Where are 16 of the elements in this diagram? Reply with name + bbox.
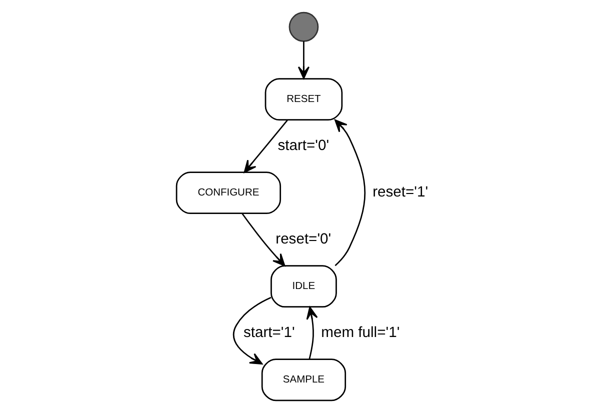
- node-box: RESET: [264, 78, 342, 120]
- node-box: IDLE: [270, 265, 336, 308]
- edge-label: mem full='1': [320, 324, 400, 341]
- node-box: CONFIGURE: [175, 172, 281, 214]
- node-circle: [288, 12, 318, 42]
- arrow: [306, 306, 318, 360]
- arrow: [297, 41, 310, 80]
- edge-label: start='0': [277, 138, 329, 154]
- edge-label: reset='0': [275, 231, 331, 248]
- arrow: [232, 296, 271, 365]
- arrow: [334, 119, 366, 266]
- arrow: [243, 120, 288, 173]
- edge-label: reset='1': [372, 184, 428, 201]
- node-box: SAMPLE: [260, 358, 346, 402]
- edge-label: start='1': [242, 324, 294, 341]
- arrow: [241, 213, 285, 266]
